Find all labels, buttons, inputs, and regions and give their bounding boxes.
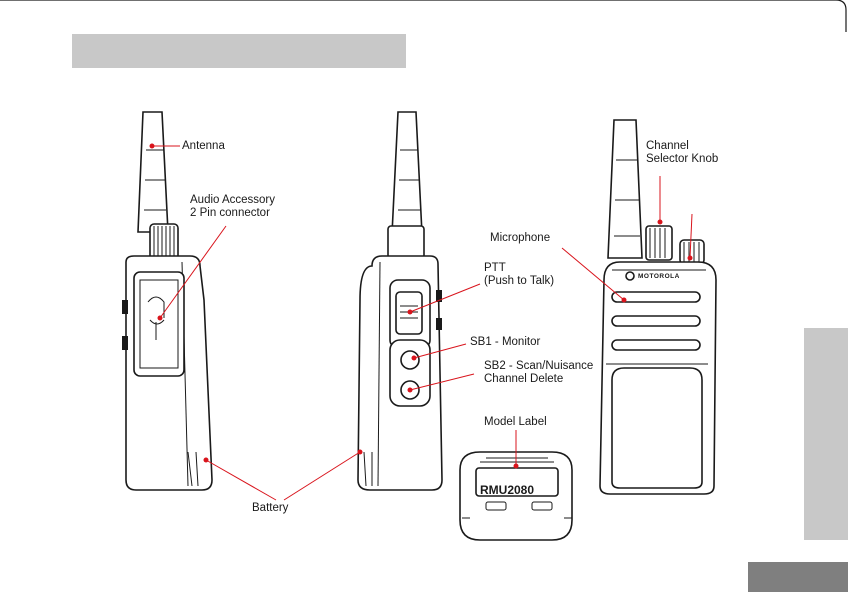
label-sb1: SB1 - Monitor: [470, 336, 540, 349]
brand-text: MOTOROLA: [638, 270, 680, 283]
label-ptt: PTT (Push to Talk): [484, 262, 554, 288]
radio-front-view: [600, 120, 716, 494]
battery-front: [612, 368, 702, 488]
label-model: Model Label: [484, 416, 547, 429]
brand-logo: [626, 272, 634, 280]
label-battery: Battery: [252, 502, 288, 515]
label-audio-accessory: Audio Accessory 2 Pin connector: [190, 194, 275, 220]
label-microphone: Microphone: [490, 232, 550, 245]
radio-left-side-view: [122, 112, 212, 490]
label-antenna: Antenna: [182, 140, 225, 153]
antenna-front: [608, 120, 642, 258]
sb1-button: [401, 351, 419, 369]
knob-middle: [388, 226, 424, 258]
antenna-middle: [392, 112, 422, 234]
antenna-left: [138, 112, 168, 232]
model-number-text: RMU2080: [480, 484, 534, 497]
radio-right-side-view: [358, 112, 442, 490]
label-channel-selector: Channel Selector Knob: [646, 140, 718, 166]
label-sb2: SB2 - Scan/Nuisance Channel Delete: [484, 360, 593, 386]
